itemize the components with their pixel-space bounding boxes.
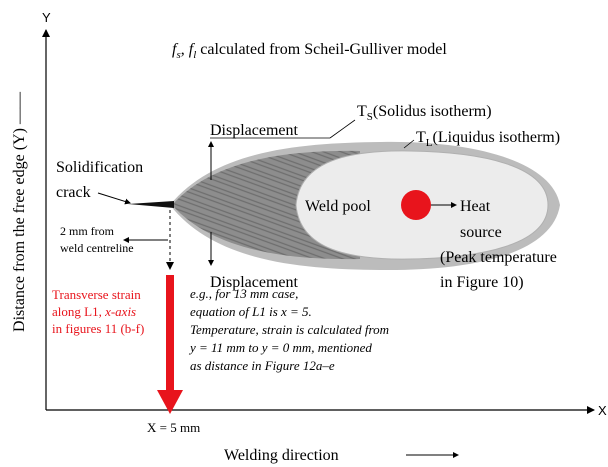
- displacement-top-label: Displacement: [210, 122, 299, 139]
- crack-label: Solidification crack: [56, 159, 147, 201]
- ts-leader-line: [329, 119, 356, 139]
- x-axis-letter: X: [598, 403, 607, 418]
- weld-pool-label: Weld pool: [305, 198, 371, 215]
- strain-arrow-head: [157, 390, 183, 414]
- diagram-title: fs, fl calculated from Scheil-Gulliver m…: [172, 41, 447, 61]
- l1-arrowhead: [166, 262, 174, 270]
- x-position-label: X = 5 mm: [147, 420, 200, 435]
- y-axis-label: Distance from the free edge (Y) ——: [11, 91, 28, 332]
- tl-label: TL(Liquidus isotherm): [416, 129, 560, 149]
- solidification-crack: [128, 201, 174, 208]
- centreline-label: 2 mm from weld centreline: [60, 224, 134, 255]
- welding-direction-label: Welding direction: [224, 447, 339, 464]
- y-axis-letter: Y: [42, 10, 51, 25]
- example-note: e.g., for 13 mm case, equation of L1 is …: [188, 286, 392, 373]
- heat-source-dot: [401, 190, 431, 220]
- strain-arrow-shaft: [166, 275, 174, 393]
- transverse-strain-label: Transverse strain along L1, x-axis in fi…: [52, 287, 144, 336]
- crack-leader-arrow: [97, 192, 131, 205]
- displacement-bottom-label: Displacement: [210, 274, 299, 291]
- heat-source-label: Heat source (Peak temperature in Figure …: [440, 198, 561, 291]
- tl-leader-line: [403, 139, 415, 149]
- ts-label: TS(Solidus isotherm): [357, 103, 492, 123]
